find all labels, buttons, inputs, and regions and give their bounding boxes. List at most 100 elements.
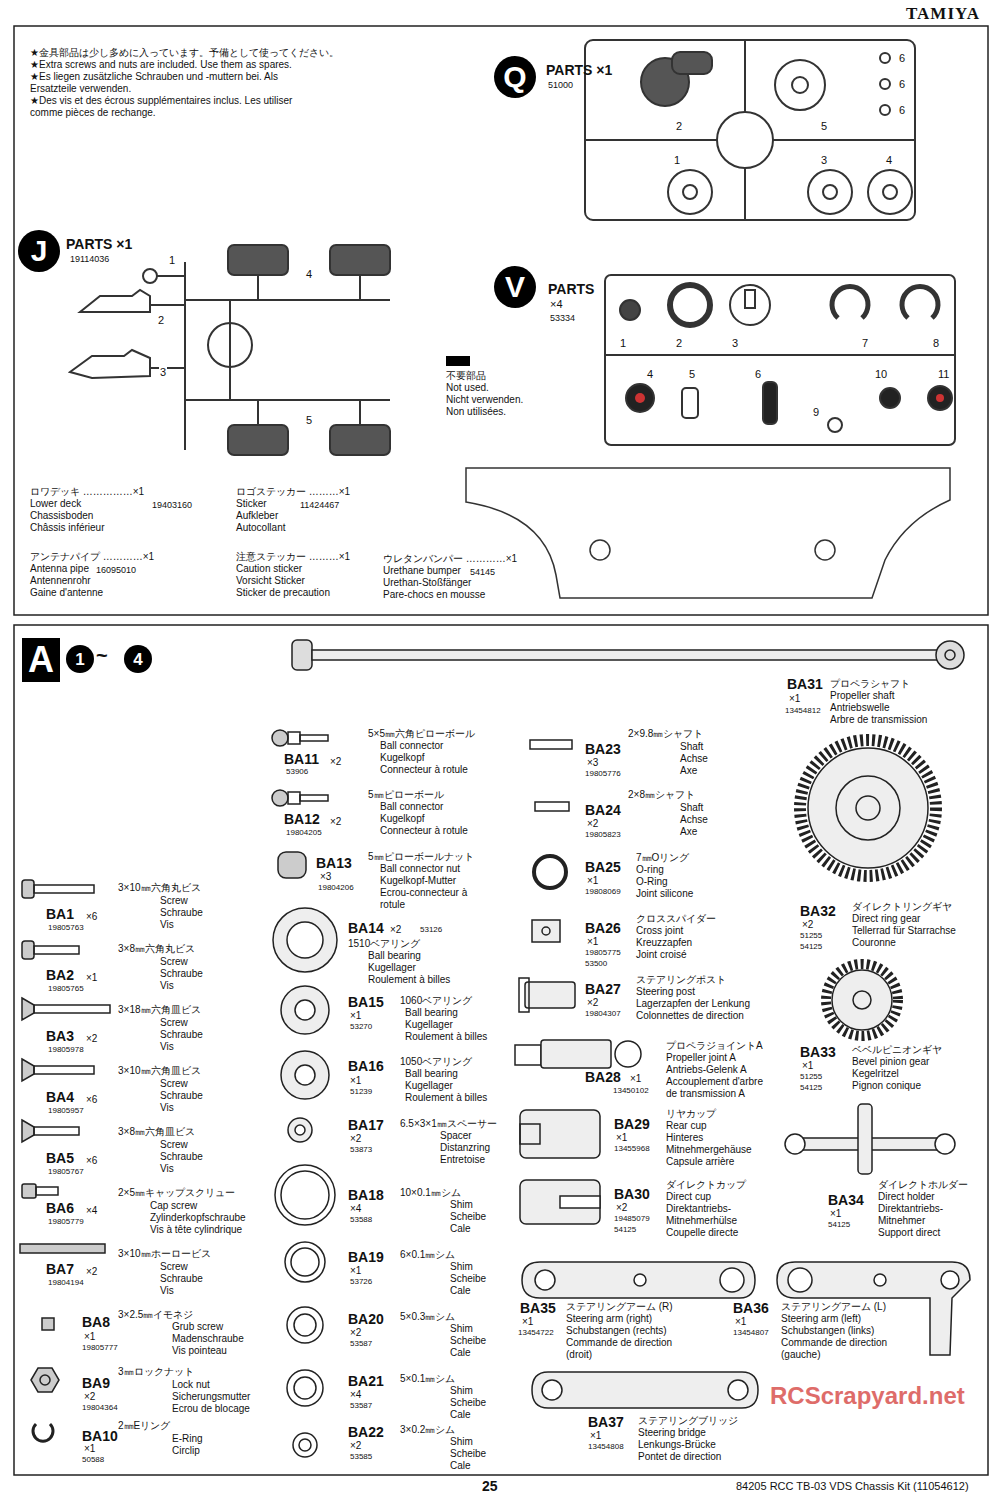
part-number: 54125	[614, 1225, 636, 1234]
note-text: Non utilisées.	[446, 406, 506, 418]
part-name: Schubstangen (rechts)	[566, 1325, 667, 1337]
urethane-bumper-shape	[815, 540, 835, 560]
part-name: (gauche)	[781, 1349, 820, 1361]
step-badge: A	[22, 638, 60, 682]
quantity: ×1	[84, 1331, 95, 1343]
part-name: Cale	[450, 1347, 471, 1359]
bottom-parts-shape	[826, 964, 898, 1036]
part-name: Cross joint	[636, 925, 683, 937]
bottom-parts-shape	[535, 1270, 555, 1290]
bottom-parts-shape	[291, 1248, 319, 1276]
part-number: 13454812	[785, 706, 821, 715]
q-sprue-shape	[880, 105, 890, 115]
v-sprue-shape	[902, 287, 938, 318]
v-sprue-shape	[682, 388, 698, 418]
q-sprue-shape	[672, 52, 712, 74]
bottom-parts-shape	[288, 792, 300, 804]
part-code: BA34	[828, 1192, 864, 1208]
part-name: Commande de direction	[566, 1337, 672, 1349]
quantity: ×6	[86, 911, 97, 923]
part-code: BA4	[46, 1089, 74, 1105]
part-name-jp: 5×5㎜六角ピローボール	[368, 728, 475, 740]
part-number: 13455968	[614, 1144, 650, 1153]
part-name: Shaft	[680, 741, 703, 753]
q-sprue-shape	[792, 77, 808, 93]
part-name-jp: 3×8㎜六角丸ビス	[118, 943, 195, 955]
v-sprue-shape	[670, 285, 710, 325]
part-number: 53587	[350, 1401, 372, 1410]
part-name-jp: 3×18㎜六角皿ビス	[118, 1004, 201, 1016]
part-name: Pare-chocs en mousse	[383, 589, 485, 601]
part-name: Schraube	[160, 1151, 203, 1163]
part-name: Hinteres	[666, 1132, 703, 1144]
part-name: Ball connector nut	[380, 863, 460, 875]
part-name: Scheibe	[450, 1211, 486, 1223]
part-name: Bevel pinion gear	[852, 1056, 929, 1068]
part-name-jp: ステアリングブリッジ	[638, 1415, 738, 1427]
part-name-jp: 注意ステッカー ………×1	[236, 551, 350, 563]
quantity: ×4	[86, 1205, 97, 1217]
bottom-parts-shape	[36, 1187, 58, 1195]
part-name: Commande de direction	[781, 1337, 887, 1349]
part-name: Kugellager	[405, 1080, 453, 1092]
step-range: ~	[96, 644, 108, 667]
bottom-parts-shape	[836, 776, 900, 840]
part-number: 53726	[350, 1277, 372, 1286]
part-number: 19804205	[286, 828, 322, 837]
part-name-jp: 2×8㎜シャフト	[628, 789, 695, 801]
callout-number: 6	[898, 52, 906, 65]
part-code: BA20	[348, 1311, 384, 1327]
part-name: E-Ring	[172, 1433, 203, 1445]
part-name: Pontet de direction	[638, 1451, 721, 1463]
part-name: Cap screw	[150, 1200, 197, 1212]
part-name: Autocollant	[236, 522, 285, 534]
part-name-jp: 6.5×3×1㎜スペーサー	[400, 1118, 497, 1130]
bottom-parts-shape	[295, 1000, 315, 1020]
part-name: Ball bearing	[405, 1007, 458, 1019]
bottom-parts-shape	[287, 922, 323, 958]
callout-number: 3	[820, 154, 828, 167]
part-name: Steering post	[636, 986, 695, 998]
bottom-parts-shape	[856, 796, 880, 820]
part-name: Schraube	[160, 1090, 203, 1102]
part-name: Schraube	[160, 907, 203, 919]
part-code: BA14	[348, 920, 384, 936]
part-name: Shim	[450, 1261, 473, 1273]
note-text: comme pièces de rechange.	[30, 107, 156, 119]
bottom-parts-shape	[273, 908, 337, 972]
bottom-parts-shape	[788, 1268, 812, 1292]
q-sprue-shape	[880, 53, 890, 63]
bottom-parts-shape	[31, 1368, 59, 1392]
part-code: BA7	[46, 1261, 74, 1277]
part-name: Shim	[450, 1199, 473, 1211]
part-name-jp: 3×2.5㎜イモネジ	[118, 1309, 193, 1321]
bottom-parts-shape	[42, 1318, 54, 1330]
part-name-jp: ダイレクトホルダー	[878, 1179, 968, 1191]
part-name: Scheibe	[450, 1397, 486, 1409]
bottom-parts-shape	[560, 1196, 600, 1208]
part-number: 13454808	[588, 1442, 624, 1451]
bottom-parts-shape	[40, 1375, 50, 1385]
part-number: 19804194	[48, 1278, 84, 1287]
bottom-parts-shape	[522, 1262, 755, 1298]
part-name-jp: 2㎜Eリング	[118, 1420, 170, 1432]
part-number: 53500	[585, 959, 607, 968]
part-name: O-Ring	[636, 876, 668, 888]
part-name: Axe	[680, 765, 697, 777]
badge-letter: A	[28, 642, 54, 678]
part-name-jp: ダイレクトリングギヤ	[852, 901, 952, 913]
part-name: Shim	[450, 1323, 473, 1335]
callout-number: 5	[820, 120, 828, 133]
part-code: BA17	[348, 1117, 384, 1133]
quantity: ×1	[630, 1073, 641, 1085]
bottom-parts-shape	[520, 1110, 600, 1158]
part-number: 53585	[350, 1452, 372, 1461]
part-name: Gaine d'antenne	[30, 587, 103, 599]
bottom-parts-shape	[272, 790, 288, 806]
part-name: Ball bearing	[368, 950, 421, 962]
callout-number: 8	[932, 337, 940, 350]
bottom-parts-shape	[519, 978, 529, 1012]
part-name: Tellerrad für Starrachse	[852, 925, 956, 937]
part-name: rotule	[380, 899, 405, 911]
